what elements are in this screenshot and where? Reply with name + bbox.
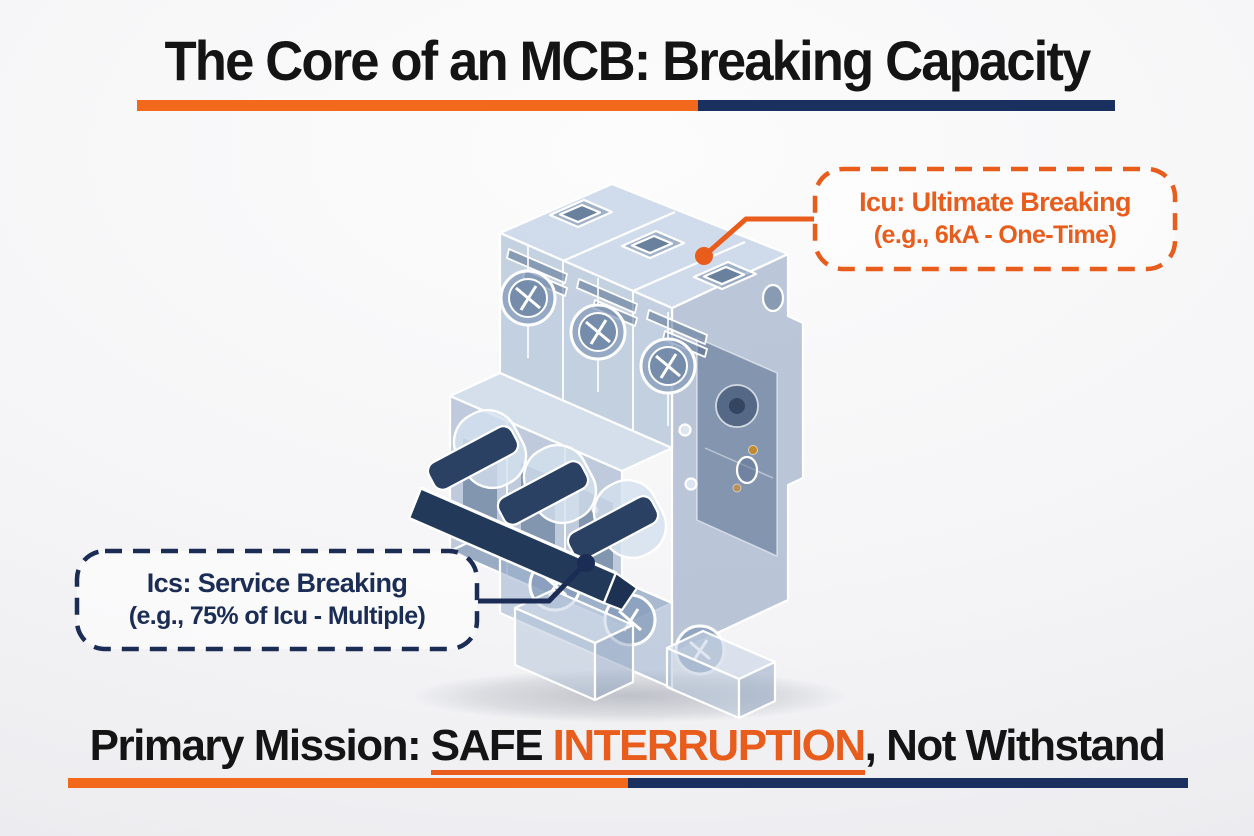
icu-callout-line1: Icu: Ultimate Breaking [859, 187, 1131, 217]
footer-accent-bar [68, 778, 1188, 788]
footer-word-safe: SAFE [430, 721, 544, 770]
tie-bar-tip [602, 571, 639, 612]
icu-callout: Icu: Ultimate Breaking (e.g., 6kA - One-… [813, 167, 1177, 271]
footer-prefix: Primary Mission: [89, 721, 422, 770]
icu-callout-line2: (e.g., 6kA - One-Time) [873, 221, 1117, 249]
din-hole-icon [735, 455, 759, 485]
breaker-foot-block [513, 588, 777, 720]
terminal-slot [548, 198, 758, 291]
accent-bar-orange-segment [68, 778, 628, 788]
breaker-right-face [670, 252, 805, 656]
accent-bar-navy-segment [628, 778, 1188, 788]
mcb-breaker-render [407, 182, 845, 723]
breaker-front-face [498, 231, 708, 450]
ics-callout: Ics: Service Breaking (e.g., 75% of Icu … [75, 549, 479, 651]
accent-bar-orange-segment [137, 100, 698, 111]
ics-callout-line2: (e.g., 75% of Icu - Multiple) [128, 602, 426, 630]
footer-suffix: , Not Withstand [864, 721, 1166, 770]
accent-bar-navy-segment [698, 100, 1115, 111]
footer-word-interruption: INTERRUPTION [552, 721, 867, 770]
screw-terminal-icon [499, 269, 697, 395]
brass-contact-dot [748, 445, 758, 455]
ics-callout-line1: Ics: Service Breaking [146, 568, 408, 598]
title-accent-bar [137, 100, 1115, 111]
brass-contact-dot [732, 483, 742, 493]
page-title: The Core of an MCB: Breaking Capacity [164, 29, 1092, 92]
din-hole-icon [761, 283, 785, 313]
